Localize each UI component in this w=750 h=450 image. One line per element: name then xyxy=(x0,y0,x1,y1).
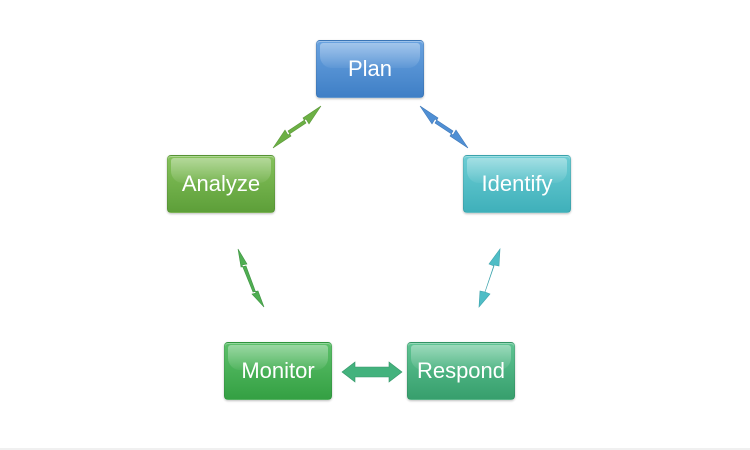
monitor-label: Monitor xyxy=(241,358,315,383)
plan-label: Plan xyxy=(347,56,393,81)
plan-node: Plan xyxy=(316,40,424,98)
connector-analyze-plan xyxy=(272,105,322,149)
respond-node: Respond xyxy=(407,342,515,400)
connector-monitor-respond xyxy=(341,361,403,383)
identify-node: Identify xyxy=(463,155,571,213)
analyze-node: Analyze xyxy=(167,155,275,213)
connector-plan-identify xyxy=(419,105,469,149)
bottom-divider xyxy=(0,448,750,450)
respond-label: Respond xyxy=(416,358,506,383)
connector-identify-respond xyxy=(478,248,501,308)
monitor-node: Monitor xyxy=(224,342,332,400)
connector-analyze-monitor xyxy=(237,248,265,308)
identify-label: Identify xyxy=(481,171,553,196)
analyze-label: Analyze xyxy=(181,171,261,196)
